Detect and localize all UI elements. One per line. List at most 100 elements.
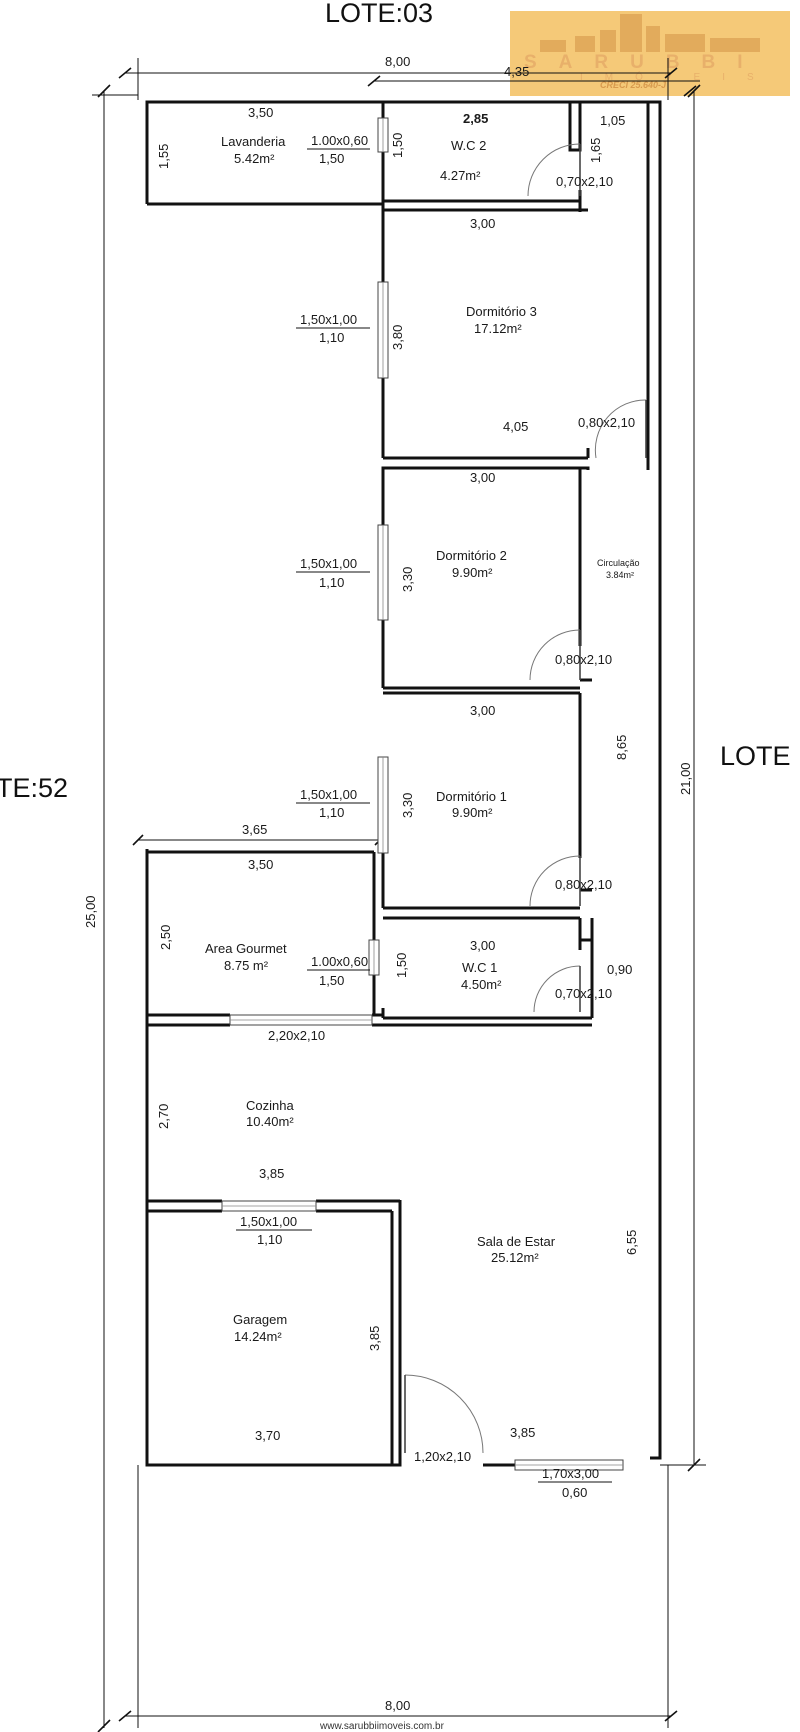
lavanderia-width: 3,50 (248, 105, 273, 120)
room-circulacao: Circulação 3.84m² 8,65 (597, 558, 640, 760)
wc1-name: W.C 1 (462, 960, 497, 975)
dorm3-bottom: 4,05 (503, 419, 528, 434)
sala-name: Sala de Estar (477, 1234, 556, 1249)
dorm3-window-sill: 1,10 (319, 330, 344, 345)
dorm2-height: 3,30 (400, 567, 415, 592)
gourmet-width: 3,50 (248, 857, 273, 872)
sala-width: 3,85 (510, 1425, 535, 1440)
door-dorm1 (529, 855, 581, 907)
dim-top-width: 8,00 (385, 54, 410, 69)
lot-left-label: TE:52 (0, 773, 68, 803)
wc2-width: 2,85 (463, 111, 488, 126)
door-dorm3 (594, 399, 647, 459)
wc2-name: W.C 2 (451, 138, 486, 153)
dim-bottom-width: 8,00 (385, 1698, 410, 1713)
dorm3-area: 17.12m² (474, 321, 522, 336)
cozinha-window-size: 1,50x1,00 (240, 1214, 297, 1229)
room-dorm2: 3,00 Dormitório 2 9.90m² 3,30 0,80x2,10 … (296, 470, 612, 667)
dorm2-width: 3,00 (470, 470, 495, 485)
wc1-height: 1,50 (394, 953, 409, 978)
dorm3-width: 3,00 (470, 216, 495, 231)
door-dorm2 (529, 629, 581, 681)
gourmet-door: 2,20x2,10 (268, 1028, 325, 1043)
wc1-width: 3,00 (470, 938, 495, 953)
wc1-door: 0,70x2,10 (555, 986, 612, 1001)
lavanderia-area: 5.42m² (234, 151, 275, 166)
dorm3-height: 3,80 (390, 325, 405, 350)
garagem-height: 3,85 (367, 1326, 382, 1351)
wc2-door: 0,70x2,10 (556, 174, 613, 189)
wc1-area: 4.50m² (461, 977, 502, 992)
doors (404, 143, 647, 1454)
door-entrance (404, 1374, 484, 1454)
dorm1-name: Dormitório 1 (436, 789, 507, 804)
dorm2-name: Dormitório 2 (436, 548, 507, 563)
lavanderia-height: 1,55 (156, 144, 171, 169)
gourmet-window-sill: 1,50 (319, 973, 344, 988)
lot-top-label: LOTE:03 (325, 0, 433, 28)
logo-creci: CRECI 25.640-J (600, 80, 667, 90)
dim-right-depth: 21,00 (678, 762, 693, 795)
dorm2-area: 9.90m² (452, 565, 493, 580)
garagem-area: 14.24m² (234, 1329, 282, 1344)
side-yard-width: 3,65 (242, 822, 267, 837)
dorm1-window-sill: 1,10 (319, 805, 344, 820)
room-garagem: Garagem 14.24m² 3,85 3,70 (233, 1312, 382, 1443)
dorm1-area: 9.90m² (452, 805, 493, 820)
gourmet-name: Area Gourmet (205, 941, 287, 956)
wc2-height: 1,50 (390, 133, 405, 158)
cozinha-width: 3,85 (259, 1166, 284, 1181)
gourmet-height: 2,50 (158, 925, 173, 950)
room-gourmet: 3,50 2,50 Area Gourmet 8.75 m² 1.00x0,60… (158, 857, 370, 1043)
wc1-side: 0,90 (607, 962, 632, 977)
sala-area: 25.12m² (491, 1250, 539, 1265)
dorm3-window-size: 1,50x1,00 (300, 312, 357, 327)
circulacao-name: Circulação (597, 558, 640, 568)
website-footer: www.sarubbiimoveis.com.br (319, 1721, 445, 1732)
lavanderia-name: Lavanderia (221, 134, 286, 149)
windows (221, 117, 624, 1471)
dorm1-width: 3,00 (470, 703, 495, 718)
lavanderia-window-sill: 1,50 (319, 151, 344, 166)
dorm1-window-size: 1,50x1,00 (300, 787, 357, 802)
sala-window-sill: 0,60 (562, 1485, 587, 1500)
garagem-width: 3,70 (255, 1428, 280, 1443)
dorm1-height: 3,30 (400, 793, 415, 818)
dorm2-window-size: 1,50x1,00 (300, 556, 357, 571)
door-wc1 (533, 965, 581, 1013)
wc2-corner: 1,05 (600, 113, 625, 128)
sala-door: 1,20x2,10 (414, 1449, 471, 1464)
room-sala: Sala de Estar 25.12m² 6,55 3,85 1,20x2,1… (414, 1230, 639, 1500)
lavanderia-window-size: 1.00x0,60 (311, 133, 368, 148)
wc2-area: 4.27m² (440, 168, 481, 183)
logo-skyline-icon (540, 14, 760, 52)
dorm3-name: Dormitório 3 (466, 304, 537, 319)
cozinha-window-sill: 1,10 (257, 1232, 282, 1247)
logo-brand: SARUBBI (524, 52, 765, 73)
agency-logo: SARUBBI IMÓVEIS CRECI 25.640-J (510, 11, 790, 96)
logo-background (510, 11, 790, 96)
lot-right-label: LOTE (720, 741, 791, 771)
dorm3-door: 0,80x2,10 (578, 415, 635, 430)
room-wc1: 3,00 1,50 W.C 1 4.50m² 0,90 0,70x2,10 (394, 938, 632, 1001)
room-dorm3: 3,00 Dormitório 3 17.12m² 3,80 4,05 0,80… (296, 216, 635, 434)
dimension-lines (92, 58, 706, 1732)
garagem-name: Garagem (233, 1312, 287, 1327)
door-wc2 (527, 143, 581, 197)
wc2-side: 1,65 (588, 138, 603, 163)
dorm2-door: 0,80x2,10 (555, 652, 612, 667)
corridor-length: 8,65 (614, 735, 629, 760)
gourmet-window-size: 1.00x0,60 (311, 954, 368, 969)
circulacao-area: 3.84m² (606, 570, 634, 580)
room-dorm1: 3,00 Dormitório 1 9.90m² 3,30 0,80x2,10 … (296, 703, 612, 892)
dorm1-door: 0,80x2,10 (555, 877, 612, 892)
walls (145, 100, 662, 1467)
cozinha-height: 2,70 (156, 1104, 171, 1129)
sala-side: 6,55 (624, 1230, 639, 1255)
gourmet-area: 8.75 m² (224, 958, 269, 973)
dorm2-window-sill: 1,10 (319, 575, 344, 590)
room-wc2: 2,85 1,50 W.C 2 4.27m² 1,05 1,65 0,70x2,… (390, 111, 625, 189)
room-cozinha: Cozinha 10.40m² 2,70 3,85 1,50x1,00 1,10 (156, 1098, 312, 1247)
cozinha-area: 10.40m² (246, 1114, 294, 1129)
